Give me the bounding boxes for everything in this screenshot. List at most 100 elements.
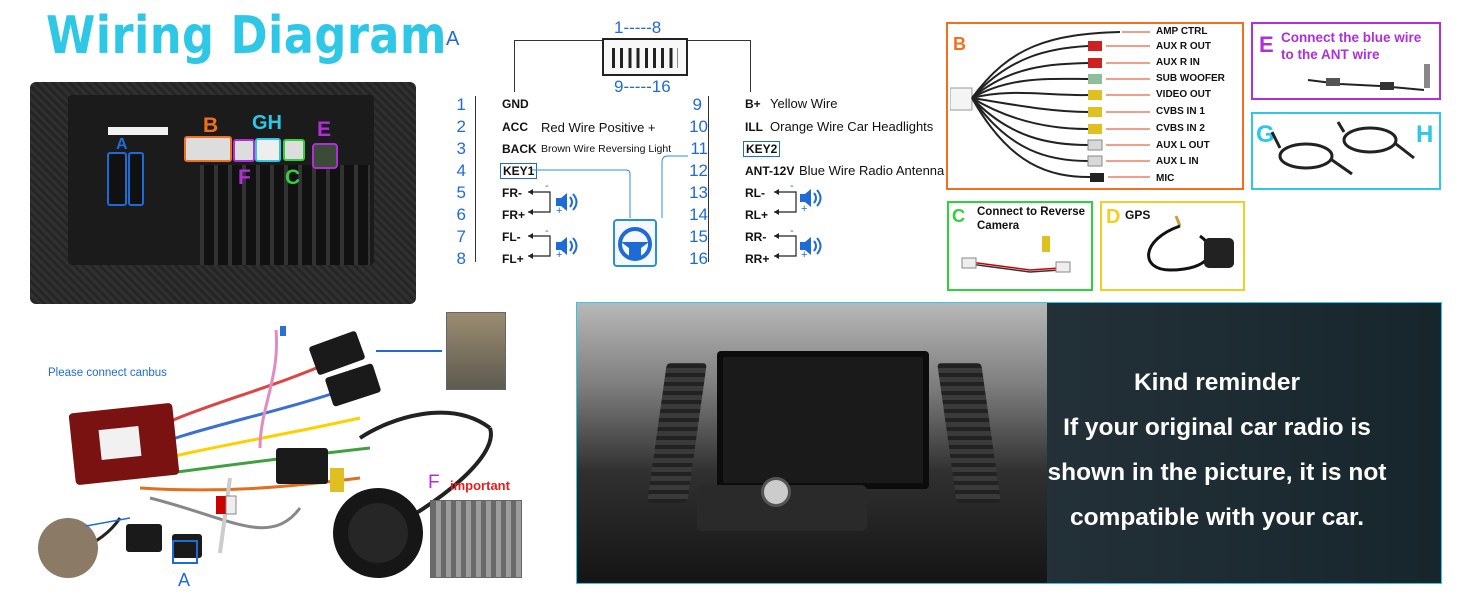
port-label-b: B [203,114,219,137]
pin-name: FL+ [502,252,524,266]
pin-number: 14 [689,205,708,224]
pin-number: 8 [456,249,466,268]
pin-name: RR+ [745,252,770,266]
heatsink-ribs [200,165,370,265]
connector-range-bottom: 9-----16 [614,77,671,96]
harness-photo-drawing [38,326,493,578]
bracket-line [514,40,515,92]
minus-sign: - [545,180,549,192]
port-e-highlight [312,143,338,169]
pin-number: 1 [456,95,466,114]
bracket-line [688,40,751,41]
pin-number: 6 [456,205,466,224]
pin-column-rule-right [708,96,709,262]
reminder-line: compatible with your car. [1069,504,1365,531]
pin-name-key2: KEY2 [743,141,781,157]
original-radio-screen [717,351,929,489]
pin-name: GND [502,97,529,111]
pin-number: 11 [690,139,708,158]
pin-name: BACK [502,142,537,156]
rca-label: AMP CTRL [1156,26,1208,37]
panel-d-label: D [1106,206,1121,228]
rca-cable-drawing [950,31,1150,182]
usb-cables-drawing [1270,121,1415,176]
inset-photo-f-port [430,500,522,578]
connector-pins [612,48,678,68]
port-label-e: E [317,118,332,141]
panel-g-label: G [1256,121,1275,148]
bracket-line [750,40,751,92]
speaker-icon [556,237,578,255]
panel-c-text: Connect to Reverse Camera [977,206,1086,232]
panel-e-antenna [1251,22,1441,100]
panel-d-text: GPS [1125,208,1151,222]
key-wire-lines [532,155,688,218]
port-label-a: A [116,136,128,153]
pin-number: 2 [456,117,466,136]
speaker-icon [800,189,822,207]
volume-knob [761,477,791,507]
important-note: important [450,478,510,493]
pin-name: FL- [502,230,521,244]
rca-label: MIC [1156,173,1175,184]
pin-number: 16 [689,249,708,268]
rca-label: VIDEO OUT [1156,89,1212,100]
port-label-f: F [238,166,251,189]
car-dashboard-panel: Kind reminder If your original car radio… [576,302,1442,584]
reminder-line: If your original car radio is [1063,414,1371,441]
callout-line [376,350,442,352]
pin-description: Yellow Wire [770,96,838,111]
port-label-gh: GH [252,112,282,134]
inset-photo-connector [446,312,506,390]
minus-sign: - [790,180,794,192]
port-a-callout-box [172,540,198,564]
port-b-highlight [184,136,232,162]
pin-description: Brown Wire Reversing Light [541,143,672,155]
rca-label: CVBS IN 2 [1156,123,1205,134]
connector-range-top: 1-----8 [614,18,662,37]
speaker-icon [556,193,578,211]
panel-c-reverse-camera [947,201,1093,291]
pin-number: 15 [689,227,708,246]
pin-name: ANT-12V [745,164,795,178]
minus-sign: - [790,225,794,237]
pin-number: 12 [689,161,708,180]
pin-number: 3 [456,139,466,158]
reminder-heading: Kind reminder [1133,369,1301,396]
pin-name: RL- [745,186,765,200]
page-title: Wiring Diagram [46,6,447,66]
harness-label-a: A [178,570,191,590]
rca-label: AUX L IN [1156,156,1199,167]
camera-cable-drawing [961,236,1071,273]
pin-name: RL+ [745,208,769,222]
bracket-line [514,40,602,41]
port-label-c: C [285,166,301,189]
pin-description: Blue Wire Radio Antenna [799,163,945,178]
rca-label: AUX R IN [1156,57,1200,68]
steering-wheel-control-icon [613,219,657,267]
plus-sign: + [801,203,808,215]
pin-number: 4 [456,161,466,180]
unit-sticker [108,127,168,135]
important-label-f: F [428,472,440,493]
rca-label: AUX R OUT [1156,41,1211,52]
canbus-note: Please connect canbus [48,367,167,379]
rca-label: SUB WOOFER [1156,73,1225,84]
reminder-line: shown in the picture, it is not [1047,459,1387,486]
pin-number: 7 [456,227,466,246]
plus-sign: + [556,205,563,217]
plus-sign: + [556,249,563,261]
minus-sign: - [545,225,549,237]
front-speaker-brackets [528,189,551,259]
pin-number: 9 [692,95,702,114]
pin-name-key1: KEY1 [500,163,538,179]
port-f-highlight [233,139,255,162]
plus-sign: + [801,249,808,261]
gps-antenna-drawing [1147,215,1234,272]
pin-number: 10 [689,117,708,136]
pin-name: FR- [502,186,522,200]
port-a-highlight [107,152,127,206]
port-gh-highlight [255,138,281,162]
rca-label: CVBS IN 1 [1156,106,1205,117]
pin-name: B+ [745,97,761,111]
